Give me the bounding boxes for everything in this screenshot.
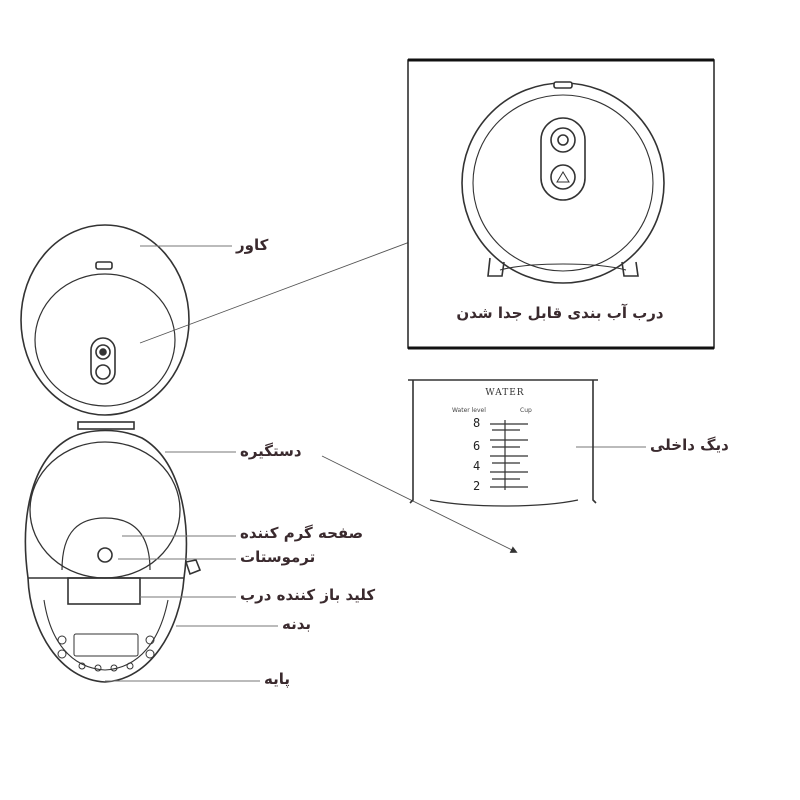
label-body: بدنه <box>282 615 312 633</box>
label-lid-release: کلید باز کننده درب <box>240 586 376 604</box>
water-level-scale <box>490 420 528 490</box>
valve-icon <box>540 117 586 201</box>
body-drawing <box>24 429 202 683</box>
inner-pot-title: WATER <box>485 388 525 398</box>
label-handle: دستگیره <box>240 442 302 460</box>
inset-lid-drawing <box>461 81 665 284</box>
water-level-header: Water level <box>452 407 486 414</box>
inset-frame <box>407 58 715 350</box>
steam-vent-icon <box>90 337 116 385</box>
scale-mark-2: 2 <box>473 479 481 493</box>
label-cover: کاور <box>236 236 269 254</box>
scale-mark-6: 6 <box>473 439 481 453</box>
control-panel-icon <box>57 633 155 672</box>
scale-mark-8: 8 <box>473 416 481 430</box>
scale-mark-4: 4 <box>473 459 481 473</box>
handle-arrow <box>321 455 518 553</box>
label-heating-plate: صفحه گرم کننده <box>240 524 364 542</box>
label-inner-pot: دیگ داخلی <box>650 436 729 454</box>
cup-header: Cup <box>520 407 532 414</box>
inner-pot-drawing <box>408 379 598 507</box>
inset-caption: درب آب بندی قابل جدا شدن <box>456 304 664 322</box>
label-base: پایه <box>264 670 290 688</box>
lid-drawing <box>20 224 190 430</box>
label-thermostat: ترموستات <box>240 548 316 566</box>
leader-lines <box>105 245 646 682</box>
